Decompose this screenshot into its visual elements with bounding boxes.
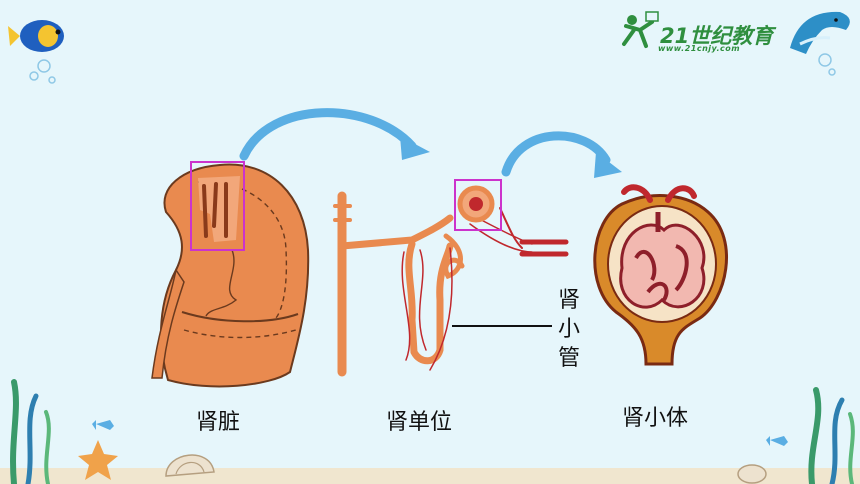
kidney-highlight-box	[190, 161, 245, 251]
shell-right-icon	[737, 464, 767, 484]
fish-icon	[8, 20, 64, 52]
logo-runner-icon	[622, 11, 659, 48]
sand-strip	[0, 468, 860, 484]
nephron-image	[333, 179, 569, 377]
bubbles-icon	[29, 53, 836, 84]
dolphin-icon	[790, 11, 850, 54]
label-renal-tubule-char: 肾	[557, 288, 580, 313]
nephron-highlight-box	[454, 179, 502, 231]
label-renal-tubule: 肾 小 管	[556, 286, 582, 373]
arrow-nephron-to-corpuscle	[501, 131, 622, 178]
renal-corpuscle-image	[593, 184, 728, 366]
small-fish-icon	[92, 420, 788, 446]
starfish-icon	[78, 440, 118, 480]
logo-url: www.21cnjy.com	[658, 44, 741, 53]
seaweed-right-icon	[808, 387, 855, 484]
logo-title: 21世纪教育	[660, 24, 774, 48]
shell-icon	[165, 454, 215, 477]
label-renal-corpuscle: 肾小体	[622, 406, 689, 431]
seaweed-left-icon	[10, 379, 51, 484]
label-renal-tubule-char: 管	[557, 346, 580, 371]
label-kidney: 肾脏	[196, 410, 241, 435]
kidney-image	[151, 161, 310, 388]
label-renal-tubule-char: 小	[557, 317, 580, 342]
label-nephron: 肾单位	[386, 410, 453, 435]
arrow-kidney-to-nephron	[239, 108, 430, 161]
